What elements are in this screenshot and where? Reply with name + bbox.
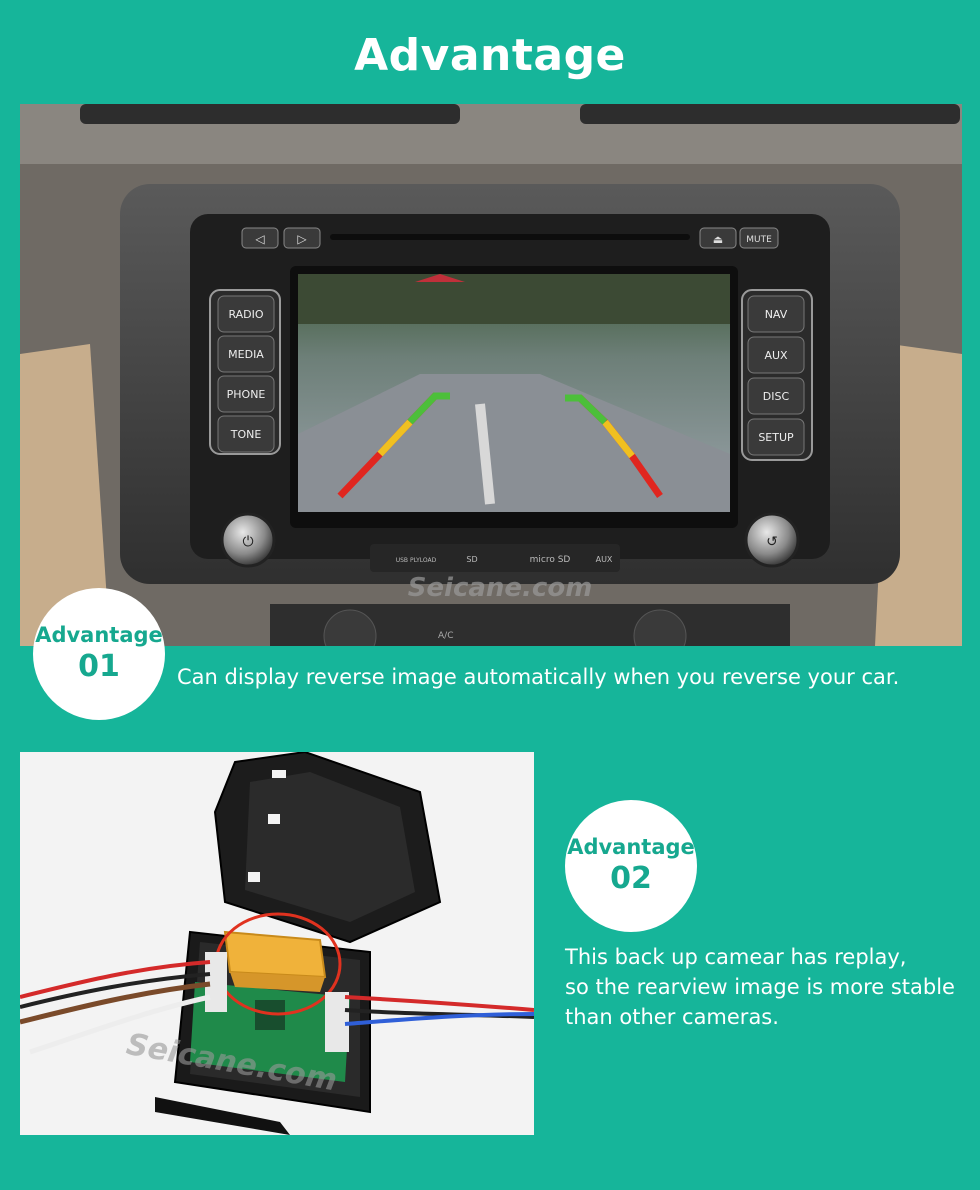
right-button-group: NAV AUX DISC SETUP [741,289,813,461]
advantage-01-label: Advantage [35,622,163,647]
advantage-02-line-2: so the rearview image is more stable [565,975,955,999]
svg-text:⏻: ⏻ [242,534,253,550]
advantage-02-line-3: than other cameras. [565,1005,779,1029]
page-title: Advantage [354,30,626,81]
aux-slot-label: AUX [596,555,613,564]
mute-label: MUTE [746,235,772,245]
advantage-01-description: Can display reverse image automatically … [177,665,900,689]
microsd-label: micro SD [530,555,571,565]
nav-button-label: NAV [765,308,788,321]
phone-button-label: PHONE [227,388,266,401]
relay-box-photo: Seicane.com [20,752,534,1135]
disc-button-label: DISC [763,390,790,403]
left-button-group: RADIO MEDIA PHONE TONE [209,289,281,455]
advantage-01-number: 01 [78,648,120,684]
svg-text:◁: ◁ [254,232,264,246]
usb-label: USB PLYLOAD [396,557,437,564]
sd-label: SD [466,555,477,564]
headunit-photo: ◁ ▷ ⏏ MUTE RADIO MEDIA PHONE TONE NAV [20,104,962,646]
watermark-1: Seicane.com [408,573,593,603]
advantage-02-number: 02 [610,860,652,896]
advantage-02-line-1: This back up camear has replay, [565,945,907,969]
back-knob [744,512,800,568]
ac-label: A/C [438,631,453,641]
svg-text:↺: ↺ [766,534,778,550]
tone-button-label: TONE [230,428,262,441]
radio-button-label: RADIO [228,308,263,321]
setup-button-label: SETUP [758,431,794,444]
svg-text:⏏: ⏏ [713,233,723,246]
advantage-01-badge: Advantage 01 [33,588,165,720]
advantage-02-description: This back up camear has replay, so the r… [565,942,965,1032]
advantage-02-label: Advantage [567,834,695,859]
power-knob [220,512,276,568]
aux-button-label: AUX [764,349,788,362]
svg-text:▷: ▷ [297,232,307,246]
media-button-label: MEDIA [228,348,264,361]
advantage-02-badge: Advantage 02 [565,800,697,932]
